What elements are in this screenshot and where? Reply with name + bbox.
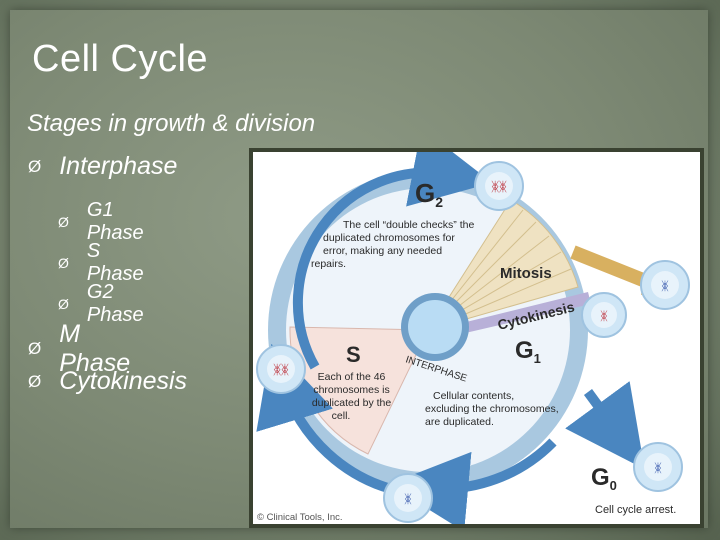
svg-text:ᛤᛤ: ᛤᛤ: [273, 363, 289, 378]
cell-icon: ᛤ: [633, 442, 683, 492]
mitosis-output-arrow: [570, 245, 651, 289]
mitosis-label: Mitosis: [500, 265, 552, 282]
bullet-arrow-icon: Ø: [58, 255, 69, 271]
cycle-arrow-left: [256, 343, 405, 497]
svg-text:ᛤ: ᛤ: [654, 461, 661, 475]
cell-icon: ᛤ: [383, 473, 433, 523]
g2-label: G2: [415, 178, 443, 210]
cell-icon: ᛤ: [640, 260, 690, 310]
bullet-arrow-icon: Ø: [28, 371, 42, 391]
bullet-label: S Phase: [86, 240, 144, 285]
bullet-item: Ø Cytokinesis: [28, 367, 187, 396]
bullet-label: Cytokinesis: [59, 367, 188, 395]
copyright-text: © Clinical Tools, Inc.: [257, 512, 343, 523]
cytokinesis-band: [458, 292, 591, 334]
g0-arrow: [565, 381, 645, 470]
g0-label: G0: [591, 464, 617, 493]
svg-text:ᛤ: ᛤ: [661, 279, 668, 293]
cell-icon: ᛤ: [581, 292, 627, 338]
cycle-arrow-top: [292, 152, 493, 370]
cycle-arrow-bottom: [388, 438, 557, 524]
svg-text:ᛤ: ᛤ: [600, 309, 607, 323]
cell-cycle-svg: ᛤᛤ ᛤ ᛤ ᛤᛤ ᛤ: [256, 152, 690, 524]
cell-icon: ᛤᛤ: [474, 161, 524, 211]
s-description: Each of the 46 chromosomes is duplicated…: [312, 371, 394, 422]
bullet-label: Interphase: [59, 152, 178, 180]
s-label: S: [346, 342, 361, 367]
bullet-item: Ø G1 Phase: [58, 199, 144, 245]
bullet-arrow-icon: Ø: [28, 156, 42, 176]
bullet-item: Ø G2 Phase: [58, 281, 144, 327]
g1-label: G1: [515, 337, 541, 366]
bullet-arrow-icon: Ø: [58, 214, 69, 230]
bullet-label: M Phase: [59, 320, 131, 377]
g2-description: The cell “double checks” the duplicated …: [311, 219, 477, 270]
bullet-arrow-icon: Ø: [58, 296, 69, 312]
bullet-item: Ø S Phase: [58, 240, 144, 286]
bullet-arrow-icon: Ø: [28, 339, 42, 358]
cell-icon: ᛤᛤ: [256, 344, 306, 394]
center-nucleus: [408, 300, 462, 354]
bullet-label: G1 Phase: [86, 199, 144, 244]
bullet-item: Ø Interphase: [28, 152, 177, 181]
g0-description: Cell cycle arrest.: [595, 504, 676, 516]
bullet-label: G2 Phase: [86, 281, 144, 326]
svg-text:ᛤᛤ: ᛤᛤ: [491, 180, 507, 195]
bullet-item: Ø M Phase: [28, 320, 130, 378]
cell-cycle-diagram: ᛤᛤ ᛤ ᛤ ᛤᛤ ᛤ: [249, 148, 704, 528]
slide-title: Cell Cycle: [32, 38, 209, 80]
slide-subtitle: Stages in growth & division: [27, 110, 316, 137]
g1-description: Cellular contents, excluding the chromos…: [425, 390, 562, 428]
svg-text:ᛤ: ᛤ: [404, 492, 411, 506]
